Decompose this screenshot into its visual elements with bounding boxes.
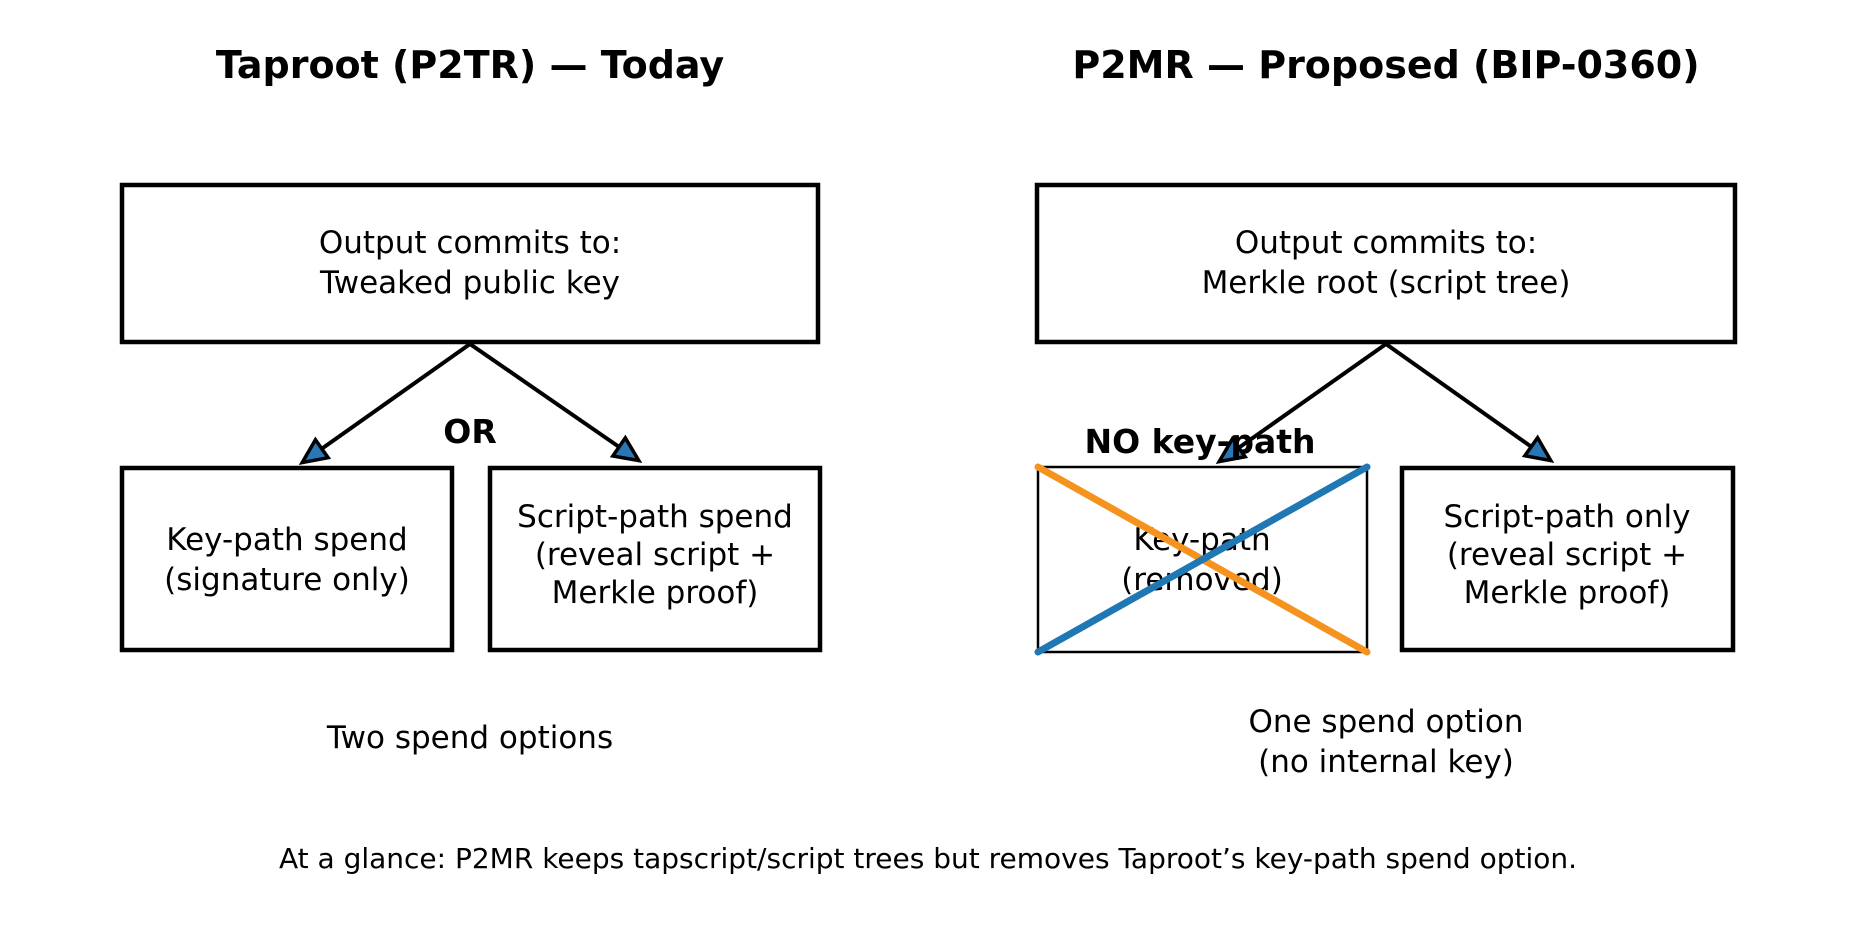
no-keypath-label: NO key-path (1085, 422, 1316, 461)
right-top-box-line2: Merkle root (script tree) (1202, 265, 1571, 301)
footer-note: At a glance: P2MR keeps tapscript/script… (279, 842, 1577, 875)
scriptpath-spend-line2: (reveal script + (535, 537, 775, 573)
left-top-box (119, 182, 821, 345)
scriptonly-line1: Script-path only (1443, 499, 1690, 535)
right-arrow-to-scriptonly (1384, 342, 1555, 464)
right-arrow-to-removed (1215, 342, 1388, 464)
scriptonly-line2: (reveal script + (1447, 537, 1687, 573)
left-top-box-line1: Output commits to: (319, 225, 621, 261)
left-caption: Two spend options (326, 720, 613, 756)
keypath-spend-box (119, 465, 455, 653)
right-top-box (1034, 182, 1738, 345)
scriptpath-spend-line3: Merkle proof) (552, 575, 759, 611)
keypath-spend-line2: (signature only) (164, 562, 410, 598)
scriptonly-line3: Merkle proof) (1464, 575, 1671, 611)
scriptpath-spend-box (487, 465, 823, 653)
right-top-box-line1: Output commits to: (1235, 225, 1537, 261)
left-top-box-line2: Tweaked public key (319, 265, 620, 301)
scriptonly-box (1399, 465, 1736, 653)
cross-stroke-blue (1034, 463, 1371, 656)
scriptpath-spend-line1: Script-path spend (517, 499, 793, 535)
right-caption-line1: One spend option (1248, 704, 1523, 740)
left-arrow-to-scriptpath (468, 342, 643, 463)
left-panel: Taproot (P2TR) — Today Output commits to… (119, 43, 823, 756)
right-panel: P2MR — Proposed (BIP-0360) Output commit… (1034, 43, 1738, 780)
left-panel-title: Taproot (P2TR) — Today (216, 43, 725, 87)
left-arrow-to-keypath (298, 342, 472, 466)
keypath-removed-line1: Key-path (1133, 522, 1270, 558)
right-panel-title: P2MR — Proposed (BIP-0360) (1072, 43, 1699, 87)
right-caption-line2: (no internal key) (1258, 744, 1514, 780)
keypath-spend-line1: Key-path spend (166, 522, 407, 558)
or-label: OR (443, 412, 496, 451)
